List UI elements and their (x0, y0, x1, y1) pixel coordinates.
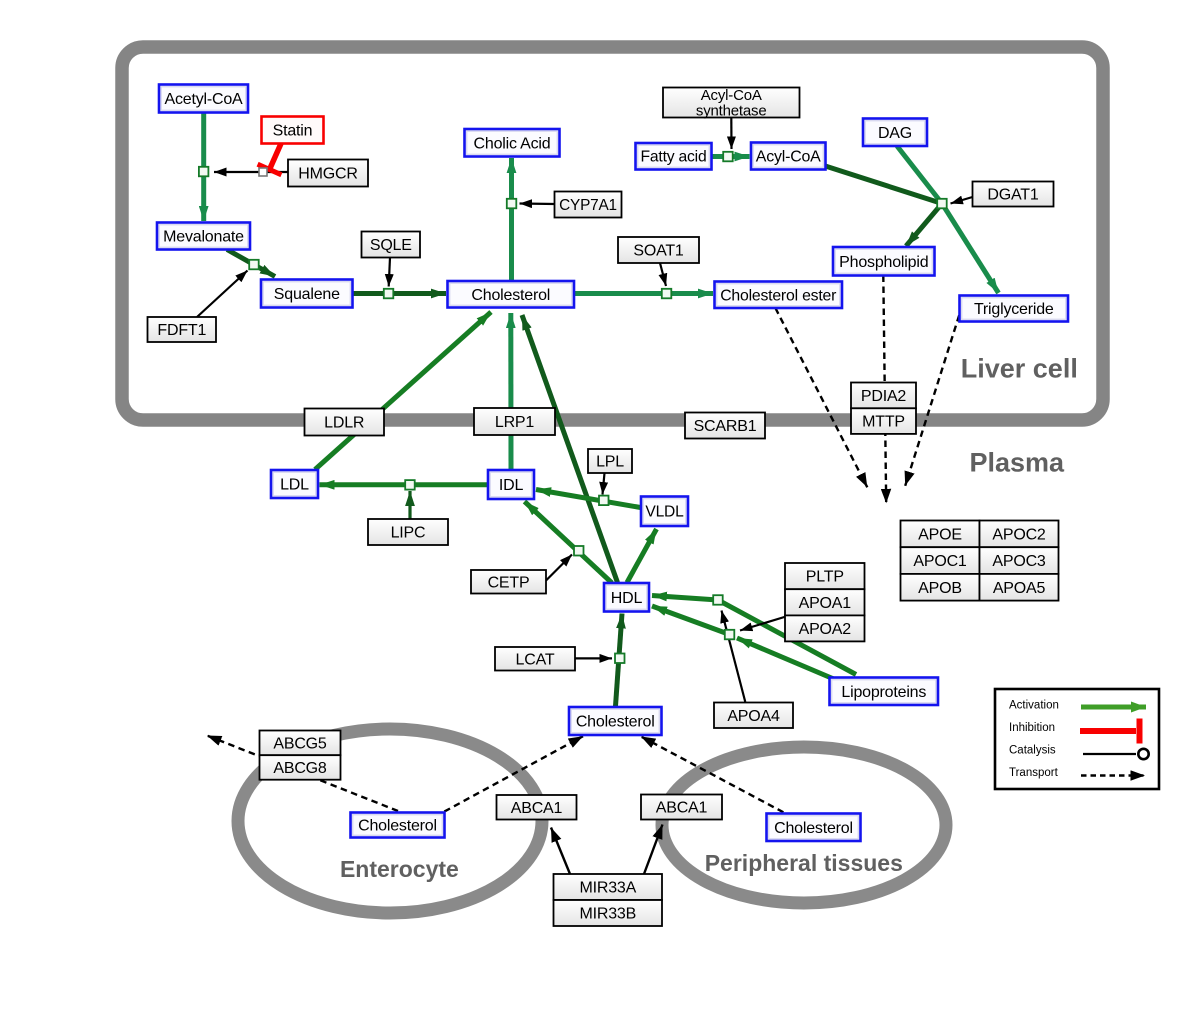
svg-text:APOC1: APOC1 (913, 553, 967, 570)
svg-text:DGAT1: DGAT1 (987, 187, 1038, 204)
svg-text:IDL: IDL (499, 477, 524, 494)
svg-text:ABCG8: ABCG8 (273, 760, 327, 777)
svg-text:APOE: APOE (918, 527, 962, 544)
svg-text:APOA5: APOA5 (993, 580, 1046, 597)
svg-text:Transport: Transport (1009, 767, 1059, 779)
svg-text:Mevalonate: Mevalonate (163, 229, 244, 246)
svg-text:LCAT: LCAT (516, 651, 555, 668)
svg-text:Cholesterol: Cholesterol (774, 820, 853, 837)
svg-text:Cholesterol: Cholesterol (471, 287, 550, 304)
svg-text:LIPC: LIPC (391, 525, 426, 542)
svg-text:Statin: Statin (273, 123, 313, 140)
svg-text:ABCA1: ABCA1 (656, 800, 708, 817)
svg-text:Acetyl-CoA: Acetyl-CoA (164, 91, 243, 108)
svg-text:Fatty acid: Fatty acid (641, 149, 707, 166)
svg-text:CYP7A1: CYP7A1 (559, 197, 617, 214)
svg-text:ABCA1: ABCA1 (511, 800, 563, 817)
svg-text:ABCG5: ABCG5 (273, 736, 327, 753)
svg-text:LDL: LDL (280, 477, 309, 494)
svg-text:Cholesterol: Cholesterol (358, 818, 437, 835)
svg-text:CETP: CETP (488, 574, 530, 591)
svg-text:Cholesterol ester: Cholesterol ester (720, 287, 836, 304)
svg-text:Catalysis: Catalysis (1009, 745, 1056, 757)
svg-text:APOA1: APOA1 (799, 595, 852, 612)
svg-text:Liver cell: Liver cell (961, 353, 1078, 383)
svg-text:PDIA2: PDIA2 (861, 388, 907, 405)
svg-text:LRP1: LRP1 (495, 414, 535, 431)
svg-text:MIR33A: MIR33A (579, 880, 636, 897)
svg-text:Activation: Activation (1009, 700, 1059, 712)
svg-text:FDFT1: FDFT1 (157, 322, 206, 339)
svg-text:SOAT1: SOAT1 (633, 243, 684, 260)
svg-text:VLDL: VLDL (645, 504, 684, 521)
svg-text:APOC3: APOC3 (992, 553, 1046, 570)
svg-text:LPL: LPL (596, 454, 624, 471)
svg-text:PLTP: PLTP (806, 569, 844, 586)
svg-text:Inhibition: Inhibition (1009, 722, 1055, 734)
svg-text:Phospholipid: Phospholipid (839, 254, 928, 271)
svg-text:APOA2: APOA2 (799, 621, 852, 638)
svg-text:MIR33B: MIR33B (579, 906, 636, 923)
svg-text:Squalene: Squalene (274, 286, 340, 303)
svg-text:APOC2: APOC2 (992, 527, 1046, 544)
svg-text:HDL: HDL (611, 590, 643, 607)
svg-text:DAG: DAG (878, 125, 912, 142)
svg-text:APOB: APOB (918, 580, 962, 597)
svg-text:synthetase: synthetase (696, 103, 767, 120)
svg-text:Plasma: Plasma (970, 447, 1066, 477)
svg-text:Acyl-CoA: Acyl-CoA (701, 87, 762, 104)
svg-text:SQLE: SQLE (370, 237, 412, 254)
svg-text:LDLR: LDLR (324, 415, 364, 432)
svg-text:Lipoproteins: Lipoproteins (841, 684, 926, 701)
svg-text:Peripheral tissues: Peripheral tissues (705, 850, 903, 876)
svg-text:HMGCR: HMGCR (298, 166, 357, 183)
svg-text:APOA4: APOA4 (727, 708, 780, 725)
svg-text:SCARB1: SCARB1 (694, 418, 757, 435)
svg-text:Enterocyte: Enterocyte (340, 856, 459, 882)
svg-text:Cholesterol: Cholesterol (576, 714, 655, 731)
svg-text:Cholic Acid: Cholic Acid (474, 135, 551, 152)
svg-text:MTTP: MTTP (862, 414, 905, 431)
svg-text:Acyl-CoA: Acyl-CoA (756, 149, 821, 166)
svg-text:Triglyceride: Triglyceride (974, 301, 1054, 318)
